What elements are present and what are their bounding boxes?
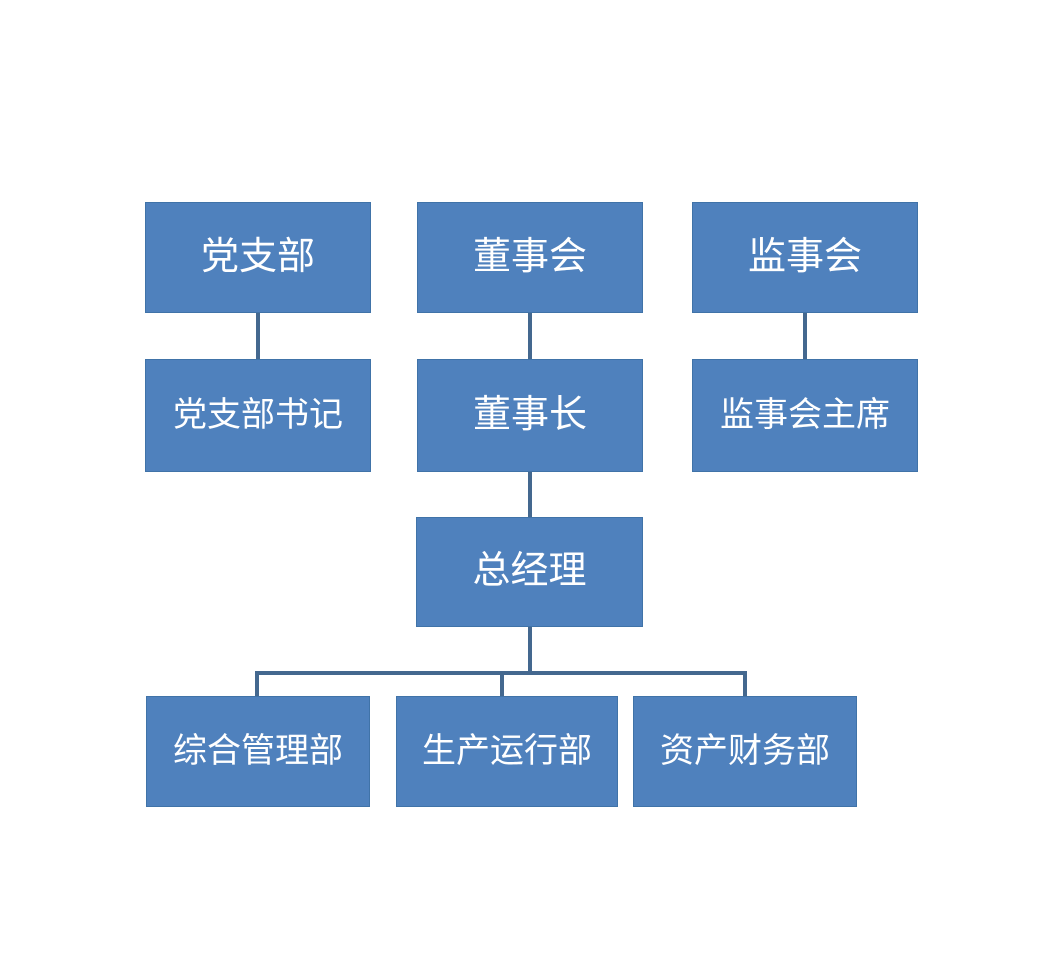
org-node-general-management-dept: 综合管理部 bbox=[146, 696, 370, 807]
org-node-supervisory-board: 监事会 bbox=[692, 202, 918, 313]
org-node-chairman: 董事长 bbox=[417, 359, 643, 472]
org-node-general-manager: 总经理 bbox=[416, 517, 643, 627]
org-node-board-of-directors: 董事会 bbox=[417, 202, 643, 313]
org-node-supervisory-board-chairman: 监事会主席 bbox=[692, 359, 918, 472]
org-node-party-branch-secretary: 党支部书记 bbox=[145, 359, 371, 472]
org-node-asset-finance-dept: 资产财务部 bbox=[633, 696, 857, 807]
org-node-party-branch: 党支部 bbox=[145, 202, 371, 313]
org-node-production-operation-dept: 生产运行部 bbox=[396, 696, 618, 807]
